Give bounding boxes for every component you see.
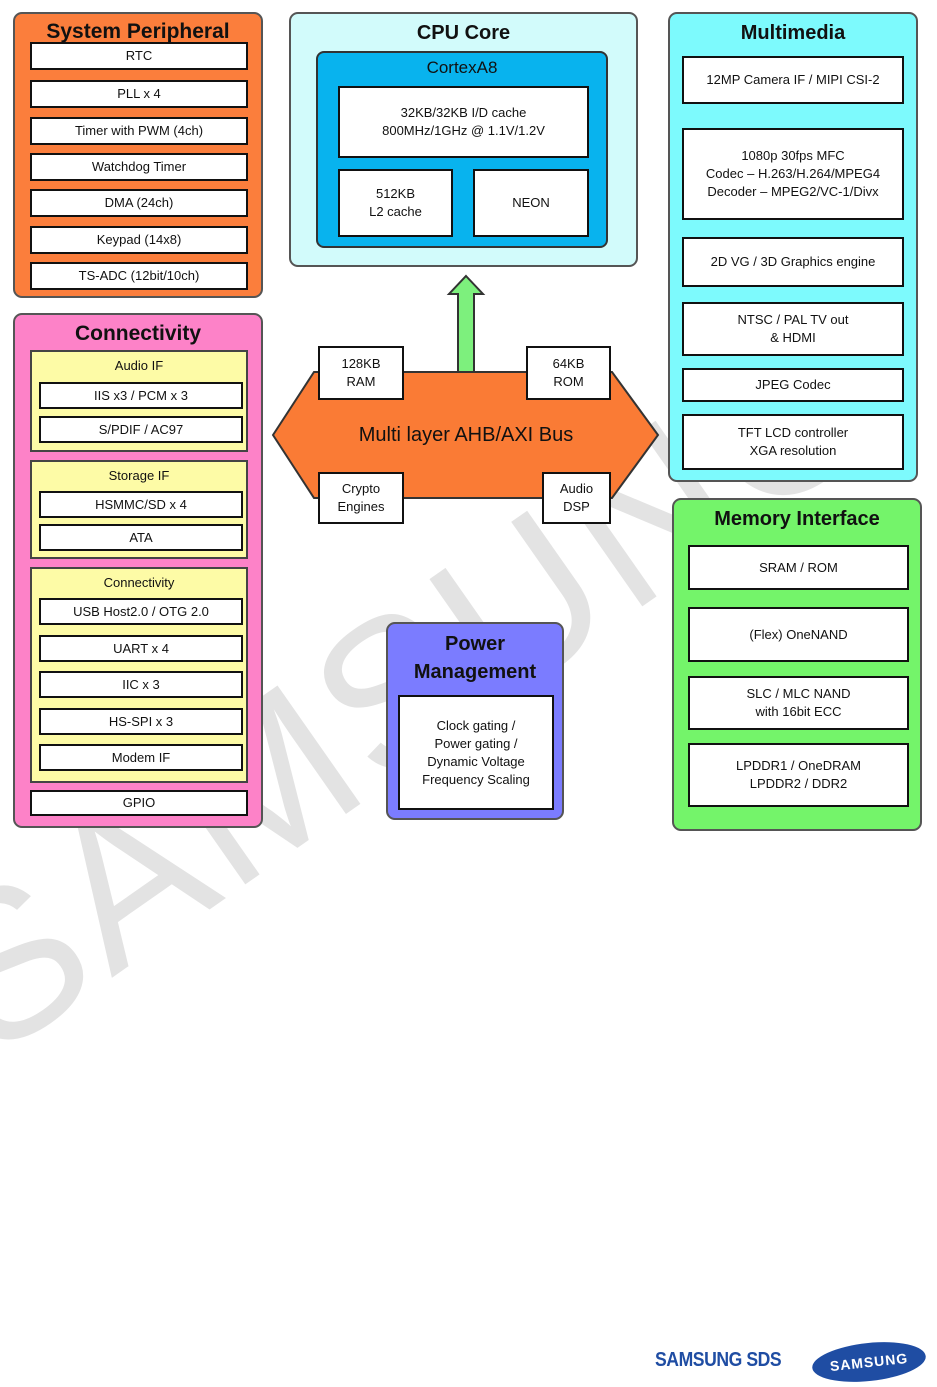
system-peripheral-panel: System Peripheral RTC PLL x 4 Timer with… xyxy=(13,12,263,298)
samsung-logo: SAMSUNG xyxy=(810,1337,928,1387)
crypto-engines-block: Crypto Engines xyxy=(318,472,404,524)
iic-block: IIC x 3 xyxy=(39,671,243,698)
hs-spi-block: HS-SPI x 3 xyxy=(39,708,243,735)
nand-ecc-block: SLC / MLC NAND with 16bit ECC xyxy=(688,676,909,730)
lpddr-block: LPDDR1 / OneDRAM LPDDR2 / DDR2 xyxy=(688,743,909,807)
tv-out-hdmi-block: NTSC / PAL TV out & HDMI xyxy=(682,302,904,356)
bus-label: Multi layer AHB/AXI Bus xyxy=(358,424,574,446)
l1-cache-block: 32KB/32KB I/D cache 800MHz/1GHz @ 1.1V/1… xyxy=(338,86,589,158)
rom-block: 64KB ROM xyxy=(526,346,611,400)
camera-if-block: 12MP Camera IF / MIPI CSI-2 xyxy=(682,56,904,104)
rtc-block: RTC xyxy=(30,42,248,70)
samsung-logo-text: SAMSUNG xyxy=(829,1349,909,1375)
uart-block: UART x 4 xyxy=(39,635,243,662)
hsmmc-sd-block: HSMMC/SD x 4 xyxy=(39,491,243,518)
ata-block: ATA xyxy=(39,524,243,551)
onenand-block: (Flex) OneNAND xyxy=(688,607,909,662)
modem-if-block: Modem IF xyxy=(39,744,243,771)
ts-adc-block: TS-ADC (12bit/10ch) xyxy=(30,262,248,290)
memory-interface-panel: Memory Interface SRAM / ROM (Flex) OneNA… xyxy=(672,498,922,831)
sram-rom-block: SRAM / ROM xyxy=(688,545,909,590)
cpu-core-title: CPU Core xyxy=(416,22,511,44)
connectivity-title: Connectivity xyxy=(74,322,202,345)
power-management-panel: Power Management Clock gating / Power ga… xyxy=(386,622,564,820)
connectivity-group: Connectivity USB Host2.0 / OTG 2.0 UART … xyxy=(30,567,248,783)
bus-hexagon-arrow xyxy=(271,371,660,499)
storage-if-group: Storage IF HSMMC/SD x 4 ATA xyxy=(30,460,248,559)
storage-if-label: Storage IF xyxy=(108,468,170,483)
mfc-codec-block: 1080p 30fps MFC Codec – H.263/H.264/MPEG… xyxy=(682,128,904,220)
usb-host-otg-block: USB Host2.0 / OTG 2.0 xyxy=(39,598,243,625)
audio-dsp-block: Audio DSP xyxy=(542,472,611,524)
samsung-sds-logo: SAMSUNG SDS xyxy=(655,1349,782,1371)
power-features-block: Clock gating / Power gating / Dynamic Vo… xyxy=(398,695,554,810)
audio-if-label: Audio IF xyxy=(114,358,164,373)
timer-pwm-block: Timer with PWM (4ch) xyxy=(30,117,248,145)
bus-diagram xyxy=(271,274,660,499)
cpu-core-panel: CPU Core CortexA8 32KB/32KB I/D cache 80… xyxy=(289,12,638,267)
spdif-ac97-block: S/PDIF / AC97 xyxy=(39,416,243,443)
system-peripheral-title: System Peripheral xyxy=(46,20,230,43)
audio-if-group: Audio IF IIS x3 / PCM x 3 S/PDIF / AC97 xyxy=(30,350,248,452)
connectivity-panel: Connectivity Audio IF IIS x3 / PCM x 3 S… xyxy=(13,313,263,828)
multimedia-panel: Multimedia 12MP Camera IF / MIPI CSI-2 1… xyxy=(668,12,918,482)
cortexa8-block: CortexA8 32KB/32KB I/D cache 800MHz/1GHz… xyxy=(316,51,608,248)
neon-block: NEON xyxy=(473,169,589,237)
power-management-title: Power Management xyxy=(413,633,537,683)
iis-pcm-block: IIS x3 / PCM x 3 xyxy=(39,382,243,409)
keypad-block: Keypad (14x8) xyxy=(30,226,248,254)
jpeg-codec-block: JPEG Codec xyxy=(682,368,904,402)
l2-cache-block: 512KB L2 cache xyxy=(338,169,453,237)
graphics-engine-block: 2D VG / 3D Graphics engine xyxy=(682,237,904,287)
ram-block: 128KB RAM xyxy=(318,346,404,400)
gpio-block: GPIO xyxy=(30,790,248,816)
tft-lcd-controller-block: TFT LCD controller XGA resolution xyxy=(682,414,904,470)
cortexa8-title: CortexA8 xyxy=(426,58,498,77)
pll-block: PLL x 4 xyxy=(30,80,248,108)
multimedia-title: Multimedia xyxy=(740,22,846,44)
watchdog-timer-block: Watchdog Timer xyxy=(30,153,248,181)
memory-interface-title: Memory Interface xyxy=(714,508,880,530)
connectivity-group-label: Connectivity xyxy=(103,575,175,590)
dma-block: DMA (24ch) xyxy=(30,189,248,217)
